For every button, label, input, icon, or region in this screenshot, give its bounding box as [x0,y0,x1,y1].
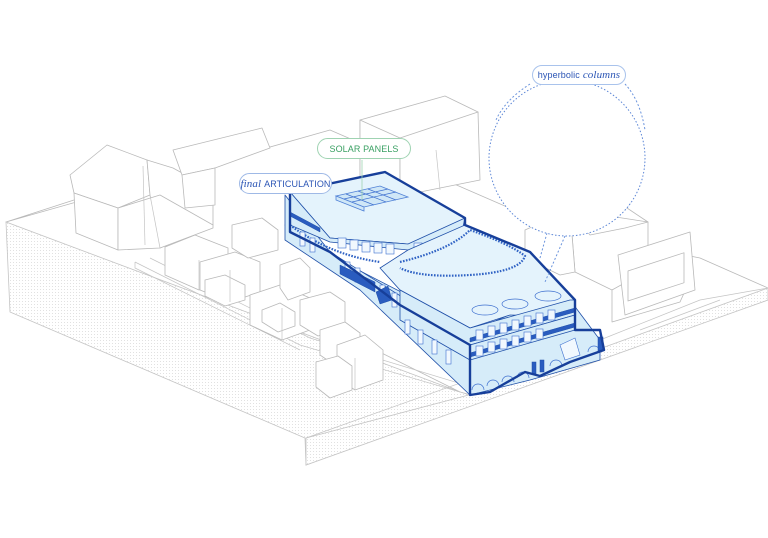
final-italic-text: final [240,177,262,190]
solar-panels-text: SOLAR PANELS [329,143,399,154]
main-building [284,160,606,397]
hyperbolic-text: hyperbolic [537,70,580,80]
final-articulation-label: final ARTICULATION [239,173,332,194]
articulation-text: ARTICULATION [264,178,331,189]
solar-panels-label: SOLAR PANELS [317,138,411,159]
context-houses-left [69,127,384,399]
columns-italic-text: columns [582,69,621,81]
hyperbolic-columns-lens [488,79,646,283]
solar-panels [334,185,410,212]
hyperbolic-columns-label: hyperbolic columns [532,65,626,85]
street-lines [134,257,768,393]
